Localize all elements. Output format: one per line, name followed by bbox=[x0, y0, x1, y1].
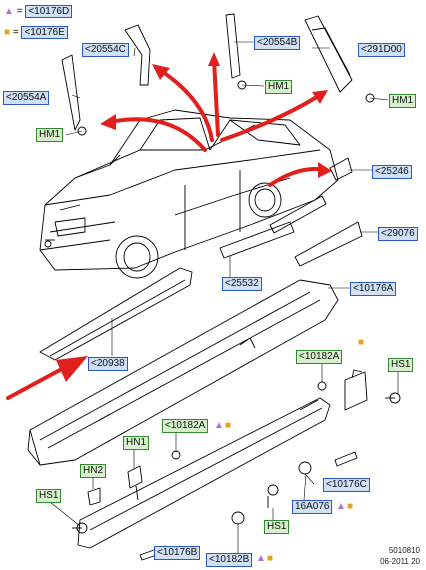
legend-code-10176E[interactable]: <10176E bbox=[21, 26, 68, 39]
square-icon: ■ bbox=[225, 420, 232, 431]
legend-code-10176D[interactable]: <10176D bbox=[25, 5, 73, 18]
callout-hm1-b[interactable]: HM1 bbox=[265, 80, 293, 94]
sill-trim bbox=[27, 279, 339, 549]
callout-hm1-c[interactable]: HM1 bbox=[389, 94, 417, 108]
callout-10176C[interactable]: <10176C bbox=[323, 478, 370, 492]
callout-hs1-b[interactable]: HS1 bbox=[36, 489, 62, 503]
triangle-icon: ▲ bbox=[256, 553, 266, 564]
legend-equals: = bbox=[12, 27, 19, 38]
callout-10176A[interactable]: <10176A bbox=[350, 282, 397, 296]
callout-16A076[interactable]: 16A076 bbox=[292, 500, 333, 514]
square-icon: ■ bbox=[4, 27, 11, 38]
callout-291D00[interactable]: <291D00 bbox=[358, 43, 405, 57]
side-moldings bbox=[39, 157, 363, 361]
legend-row-1: ▲ = <10176D bbox=[4, 5, 73, 18]
triangle-icon: ▲ bbox=[4, 6, 14, 17]
triangle-icon: ▲ bbox=[214, 420, 224, 431]
hm1-clips bbox=[77, 80, 375, 136]
fasteners bbox=[72, 381, 401, 561]
callout-20554A[interactable]: <20554A bbox=[3, 91, 50, 105]
square-icon: ■ bbox=[267, 553, 274, 564]
callout-25532[interactable]: <25532 bbox=[222, 277, 262, 291]
square-icon: ■ bbox=[347, 501, 354, 512]
callout-20554B[interactable]: <20554B bbox=[254, 36, 301, 50]
callout-hm1-a[interactable]: HM1 bbox=[36, 128, 64, 142]
callout-10182A-mid[interactable]: <10182A bbox=[162, 419, 209, 433]
callout-hn2[interactable]: HN2 bbox=[80, 464, 107, 478]
callout-hs1-a[interactable]: HS1 bbox=[388, 358, 414, 372]
callout-10182A-top[interactable]: <10182A bbox=[296, 350, 343, 364]
diagram-code: 5010810 bbox=[388, 546, 420, 555]
callout-10176B[interactable]: <10176B bbox=[154, 546, 201, 560]
bracket bbox=[344, 369, 368, 411]
callout-hs1-c[interactable]: HS1 bbox=[264, 520, 290, 534]
callout-29076[interactable]: <29076 bbox=[378, 227, 418, 241]
callout-10182B[interactable]: <10182B bbox=[206, 553, 253, 567]
callout-20938[interactable]: <20938 bbox=[88, 357, 128, 371]
legend-equals: = bbox=[16, 6, 23, 17]
legend-row-2: ■ = <10176E bbox=[4, 26, 68, 39]
square-icon: ■ bbox=[358, 337, 365, 348]
diagram-date: 06-2011 20 bbox=[380, 557, 420, 566]
callout-25246[interactable]: <25246 bbox=[372, 165, 412, 179]
triangle-icon: ▲ bbox=[336, 501, 346, 512]
leader-lines bbox=[49, 41, 399, 555]
pillar-trims bbox=[61, 13, 353, 131]
red-arrows bbox=[6, 58, 327, 400]
red-arrowheads bbox=[56, 52, 332, 382]
callout-hn1[interactable]: HN1 bbox=[123, 436, 150, 450]
callout-20554C[interactable]: <20554C bbox=[82, 43, 129, 57]
